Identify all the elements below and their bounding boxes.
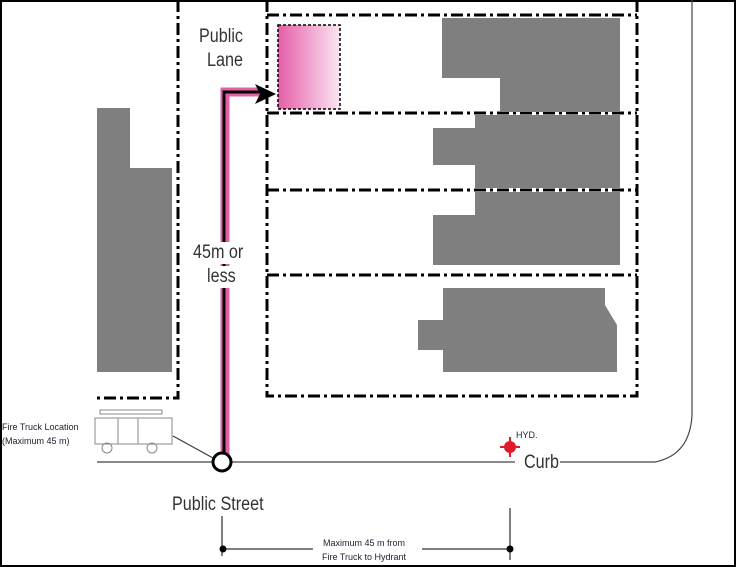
lot-line-left xyxy=(97,0,180,400)
building-1 xyxy=(442,18,620,112)
target-building xyxy=(277,24,341,110)
fire-truck-point xyxy=(211,451,233,473)
distance-label: 45m or xyxy=(193,242,244,264)
arrow-head-icon xyxy=(255,84,276,104)
hydrant-label: HYD. xyxy=(516,430,538,440)
building-4 xyxy=(418,288,617,372)
public-street-label: Public Street xyxy=(172,494,264,516)
hydrant-icon xyxy=(500,437,520,457)
lots xyxy=(265,0,639,398)
fire-truck-label-2: (Maximum 45 m) xyxy=(2,436,70,446)
building-2 xyxy=(433,115,620,188)
max-distance-label-2: Fire Truck to Hydrant xyxy=(322,552,407,562)
building-left xyxy=(97,108,172,372)
building-3 xyxy=(433,192,620,265)
curb-line xyxy=(97,0,693,463)
distance-label-2: less xyxy=(207,266,236,288)
dimension-line xyxy=(219,508,514,560)
public-lane-label-2: Lane xyxy=(207,50,243,71)
fire-truck-icon xyxy=(94,409,173,454)
public-lane-label: Public xyxy=(199,26,243,47)
fire-truck-label: Fire Truck Location xyxy=(2,422,79,432)
curb-label: Curb xyxy=(524,452,560,473)
max-distance-label: Maximum 45 m from xyxy=(323,538,406,548)
